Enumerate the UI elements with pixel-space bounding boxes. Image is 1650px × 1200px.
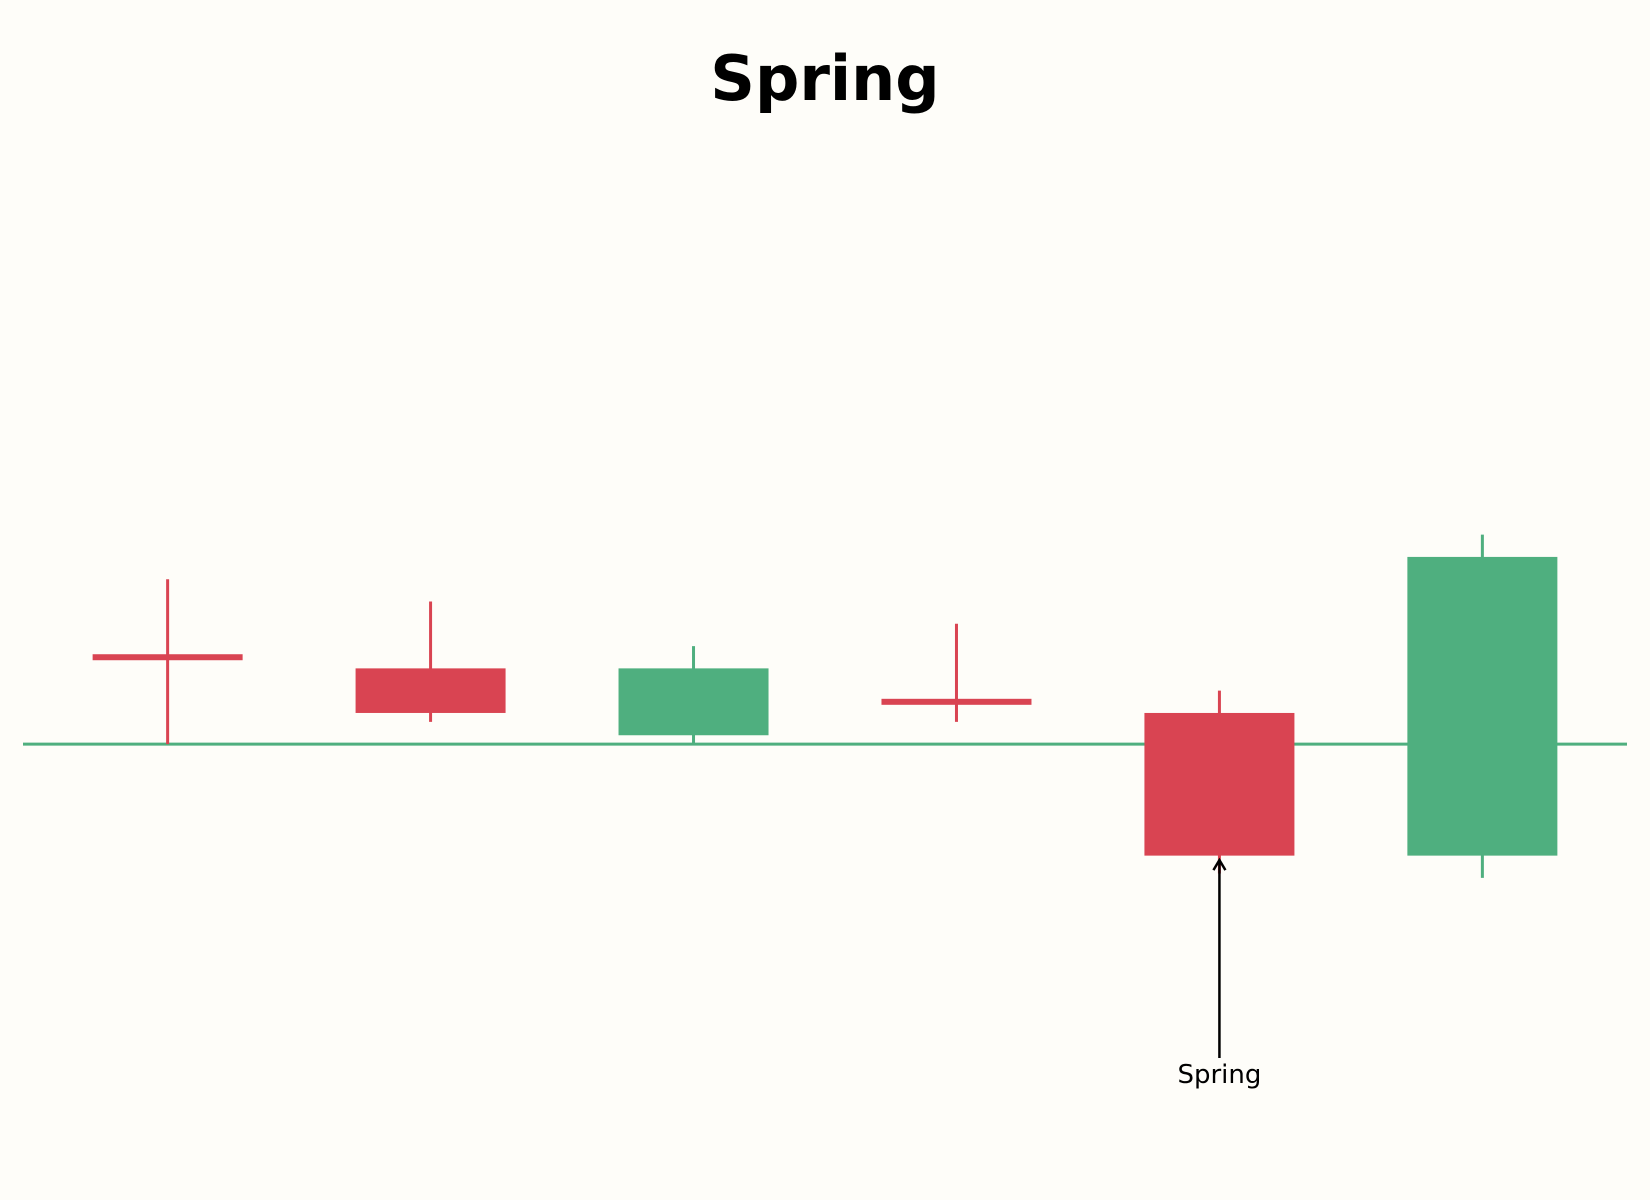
candle: [355, 601, 506, 722]
chart-title: Spring: [710, 42, 939, 115]
candle-body: [355, 668, 506, 713]
candle: [1144, 690, 1295, 874]
annotation-arrow-head: [1212, 857, 1227, 871]
candle: [1407, 534, 1558, 878]
annotation-label: Spring: [1177, 1060, 1261, 1090]
candle-body: [92, 654, 243, 661]
candle: [92, 579, 243, 745]
candle: [881, 623, 1032, 722]
candle-body: [1407, 556, 1558, 856]
candle-body: [618, 668, 769, 736]
annotation-arrow: [1212, 857, 1227, 1058]
candle-body: [1144, 712, 1295, 856]
candle-body: [881, 698, 1032, 705]
candle: [618, 646, 769, 745]
